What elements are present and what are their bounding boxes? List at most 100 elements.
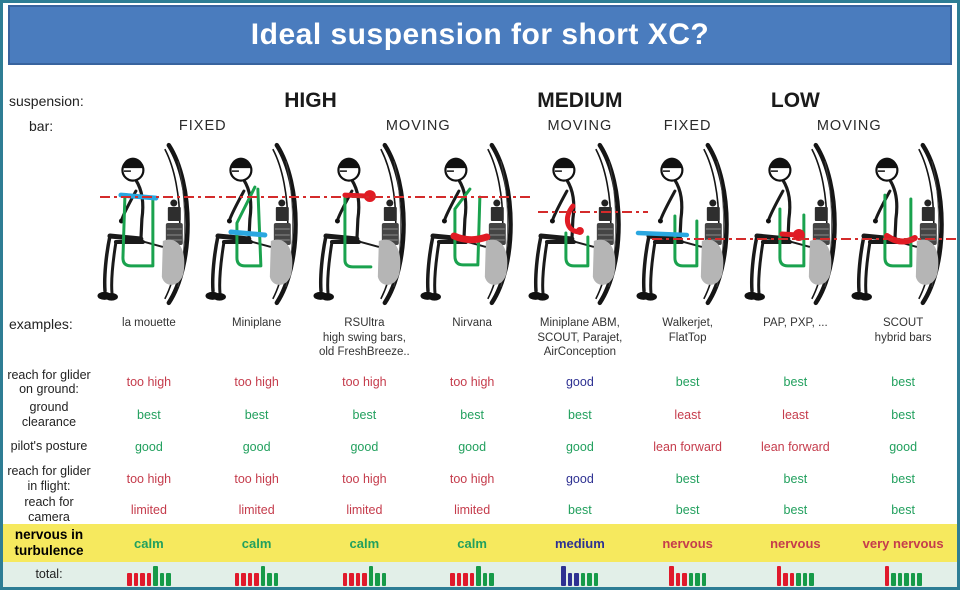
score-bar (802, 572, 808, 586)
total-bars (526, 564, 634, 586)
score-bar (567, 572, 573, 586)
score-bar (701, 572, 707, 586)
score-bar (140, 572, 145, 586)
value-cell: too high (126, 471, 172, 486)
score-bar (574, 572, 579, 586)
total-bars-chart (742, 564, 850, 586)
pilot-figure-miniplane (205, 142, 298, 306)
score-bar (910, 572, 916, 586)
value-cell: best (568, 502, 592, 517)
score-bar (146, 572, 152, 586)
score-bar (375, 572, 380, 586)
bar-group-fixed-0: FIXED (178, 118, 227, 134)
page-title: Ideal suspension for short XC? (250, 18, 710, 51)
example-walkerjet: Walkerjet,FlatTop (662, 317, 713, 344)
score-bar (469, 572, 475, 586)
bar-group-moving-2: MOVING (547, 118, 613, 134)
value-cell: best (675, 471, 700, 486)
value-cell: best (891, 407, 915, 422)
value-cell: best (137, 407, 161, 422)
total-bars-chart (203, 564, 311, 586)
value-cell: lean forward (760, 439, 830, 454)
score-bar (789, 572, 795, 586)
value-cell: best (783, 471, 808, 486)
value-cell: lean forward (653, 439, 723, 454)
total-bars (203, 564, 311, 586)
score-bar (349, 572, 354, 586)
pilot-figure-rsultra (312, 142, 406, 306)
score-bar (482, 572, 488, 586)
value-cell: too high (234, 471, 279, 486)
score-bar (917, 572, 922, 586)
figure-miniplane-abm (526, 139, 634, 311)
value-cell: good (458, 439, 487, 454)
examples-label: examples: (9, 316, 73, 332)
total-bars (418, 564, 526, 586)
figures-row (3, 139, 957, 311)
row-label-total: total: (35, 567, 63, 582)
tall-score-bar (476, 565, 481, 586)
value-cell: good (134, 439, 163, 454)
figure-scout (849, 139, 957, 311)
value-cell: too high (449, 375, 495, 389)
score-bar (897, 572, 903, 586)
tall-score-bar (153, 565, 158, 586)
suspension-group-high: HIGH (284, 89, 337, 112)
score-bar (166, 572, 171, 586)
value-cell: best (891, 471, 915, 486)
value-cell: best (891, 375, 915, 389)
total-bars-chart (526, 564, 634, 586)
value-cell: limited (454, 502, 491, 517)
example-miniplane-abm: Miniplane ABM,SCOUT, Parajet,AirConcepti… (537, 317, 623, 359)
tall-score-bar (884, 565, 890, 586)
value-cell: least (782, 407, 809, 422)
value-cell: good (565, 471, 594, 486)
total-bars-chart (311, 564, 419, 586)
score-bar (247, 572, 253, 586)
value-cell: best (675, 375, 700, 389)
score-bar (267, 572, 272, 586)
suspension-label: suspension: (9, 93, 84, 109)
value-cell: too high (449, 471, 495, 486)
value-cell: good (565, 439, 594, 454)
score-bar (133, 572, 139, 586)
score-bar (127, 572, 132, 586)
value-cell: good (565, 375, 594, 389)
value-cell: good (350, 439, 379, 454)
value-cell: best (783, 502, 808, 517)
value-cell: calm (457, 535, 487, 551)
row-label-pilots-posture: pilot's posture (10, 439, 88, 454)
value-cell: best (568, 407, 592, 422)
score-bar (381, 572, 387, 586)
pilot-figure-la-mouette (97, 142, 190, 306)
value-cell: best (675, 502, 700, 517)
tall-score-bar (776, 565, 782, 586)
total-bars-chart (849, 564, 957, 586)
figure-pap-pxp (742, 139, 850, 311)
figure-miniplane (203, 139, 311, 311)
score-bar (587, 572, 592, 586)
example-nirvana: Nirvana (452, 317, 492, 329)
total-bars (634, 564, 742, 586)
pilot-figure-nirvana (420, 142, 514, 306)
score-bar (273, 572, 279, 586)
value-cell: limited (346, 502, 383, 517)
total-bars-chart (634, 564, 742, 586)
pilot-figure-miniplane-abm (528, 142, 621, 306)
score-bar (456, 572, 462, 586)
total-bars-chart (418, 564, 526, 586)
score-bar (783, 572, 788, 586)
tall-score-bar (669, 565, 674, 586)
value-cell: too high (234, 375, 279, 389)
figure-nirvana (418, 139, 526, 311)
